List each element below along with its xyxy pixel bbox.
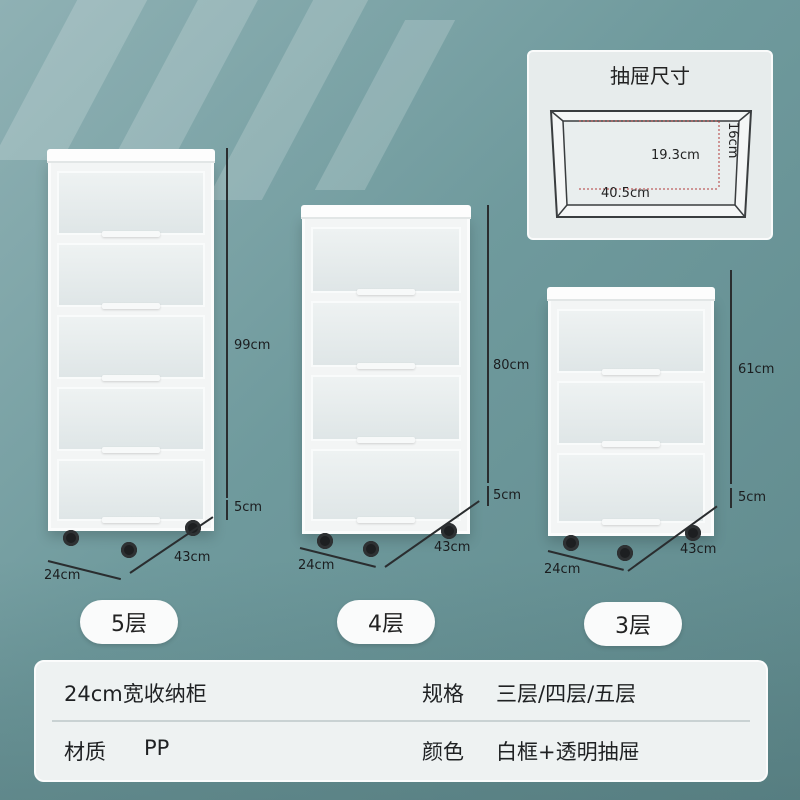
- drawer: [311, 375, 461, 443]
- drawer: [557, 381, 705, 447]
- drawer: [57, 387, 205, 453]
- drawer: [311, 449, 461, 523]
- depth-label: 43cm: [680, 542, 717, 557]
- wheel: [563, 535, 579, 551]
- drawer-height-label: 16cm: [725, 122, 740, 159]
- cabinet-top: [547, 287, 715, 301]
- drawer: [311, 301, 461, 369]
- drawer-width-label: 19.3cm: [651, 148, 700, 163]
- depth-label: 43cm: [174, 550, 211, 565]
- depth-label: 43cm: [434, 540, 471, 555]
- wheel: [363, 541, 379, 557]
- drawer: [557, 453, 705, 525]
- material-value: PP: [144, 736, 170, 760]
- drawer: [557, 309, 705, 375]
- wheel: [617, 545, 633, 561]
- width-label: 24cm: [298, 558, 335, 573]
- width-label: 24cm: [44, 568, 81, 583]
- tier-badge-3: 3层: [584, 602, 682, 646]
- cabinet-top: [301, 205, 471, 219]
- spec-value: 三层/四层/五层: [496, 682, 637, 706]
- drawer: [57, 459, 205, 523]
- tier-badge-5: 5层: [80, 600, 178, 644]
- wheel: [317, 533, 333, 549]
- height-dim-line: [487, 205, 489, 483]
- drawer-size-panel: 抽屉尺寸 16cm 19.3cm 40.5cm: [527, 50, 773, 240]
- cabinet-top: [47, 149, 215, 163]
- height-dim-line: [226, 148, 228, 498]
- height-dim-line: [730, 270, 732, 484]
- product-name: 24cm宽收纳柜: [64, 682, 207, 706]
- cabinet-5-tier: [47, 149, 215, 558]
- drawer-size-title: 抽屉尺寸: [610, 64, 690, 88]
- cabinet-3-tier: [547, 287, 715, 561]
- drawer-outline-diagram: [549, 110, 753, 218]
- spec-divider: [52, 720, 750, 722]
- wheel-height-label: 5cm: [493, 488, 522, 503]
- drawer: [57, 171, 205, 237]
- height-label: 80cm: [493, 358, 530, 373]
- width-label: 24cm: [544, 562, 581, 577]
- drawer: [57, 243, 205, 309]
- wheel-height-label: 5cm: [738, 490, 767, 505]
- color-label: 颜色: [422, 740, 464, 764]
- drawer: [311, 227, 461, 295]
- wheel: [63, 530, 79, 546]
- cabinet-4-tier: [301, 205, 471, 557]
- material-label: 材质: [64, 740, 106, 764]
- wheel-dim-line: [226, 500, 228, 520]
- wheel: [121, 542, 137, 558]
- wheel: [441, 523, 457, 539]
- drawer: [57, 315, 205, 381]
- spec-panel: 24cm宽收纳柜 规格 三层/四层/五层 材质 PP 颜色 白框+透明抽屉: [34, 660, 768, 782]
- wheel-height-label: 5cm: [234, 500, 263, 515]
- wheel-dim-line: [487, 486, 489, 506]
- spec-label: 规格: [422, 682, 464, 706]
- height-label: 99cm: [234, 338, 271, 353]
- color-value: 白框+透明抽屉: [496, 740, 640, 764]
- tier-badge-4: 4层: [337, 600, 435, 644]
- drawer-length-label: 40.5cm: [601, 186, 650, 201]
- height-label: 61cm: [738, 362, 775, 377]
- wheel: [685, 525, 701, 541]
- wheel-dim-line: [730, 488, 732, 508]
